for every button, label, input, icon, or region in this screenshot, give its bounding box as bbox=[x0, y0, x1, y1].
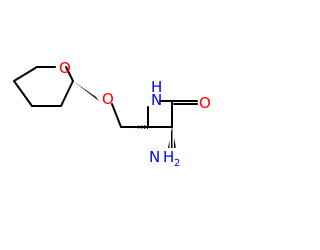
atom-label-lactam-nitrogen: N bbox=[151, 91, 162, 109]
structure-canvas: O O N H O H N 2 bbox=[13, 59, 211, 169]
beta-lactam-ring bbox=[147, 100, 198, 128]
atom-label-lactam-hydrogen: H bbox=[151, 78, 162, 96]
bond-ring-c3-c4 bbox=[60, 80, 74, 107]
hashed-wedge-c4 bbox=[121, 125, 148, 129]
tetrahydropyran-ring bbox=[13, 66, 74, 107]
bond-ring-c1-c2 bbox=[13, 66, 38, 82]
atom-label-amino-nitrogen: N bbox=[149, 148, 160, 166]
bond-ring-o1-c3 bbox=[65, 66, 74, 82]
hashed-wedge-c3-amine bbox=[168, 127, 176, 148]
atom-label-carbonyl-oxygen: O bbox=[199, 94, 211, 112]
atom-label-ring-oxygen: O bbox=[59, 59, 71, 77]
wedge-bond-anomeric bbox=[73, 81, 99, 101]
bond-ether-o-ch2 bbox=[111, 103, 122, 128]
atom-label-amino-subscript: 2 bbox=[174, 158, 180, 169]
atom-label-ether-oxygen: O bbox=[102, 90, 114, 108]
bond-ring-c5-c1 bbox=[13, 80, 33, 107]
atom-label-amino-hydrogens: H bbox=[163, 148, 174, 166]
